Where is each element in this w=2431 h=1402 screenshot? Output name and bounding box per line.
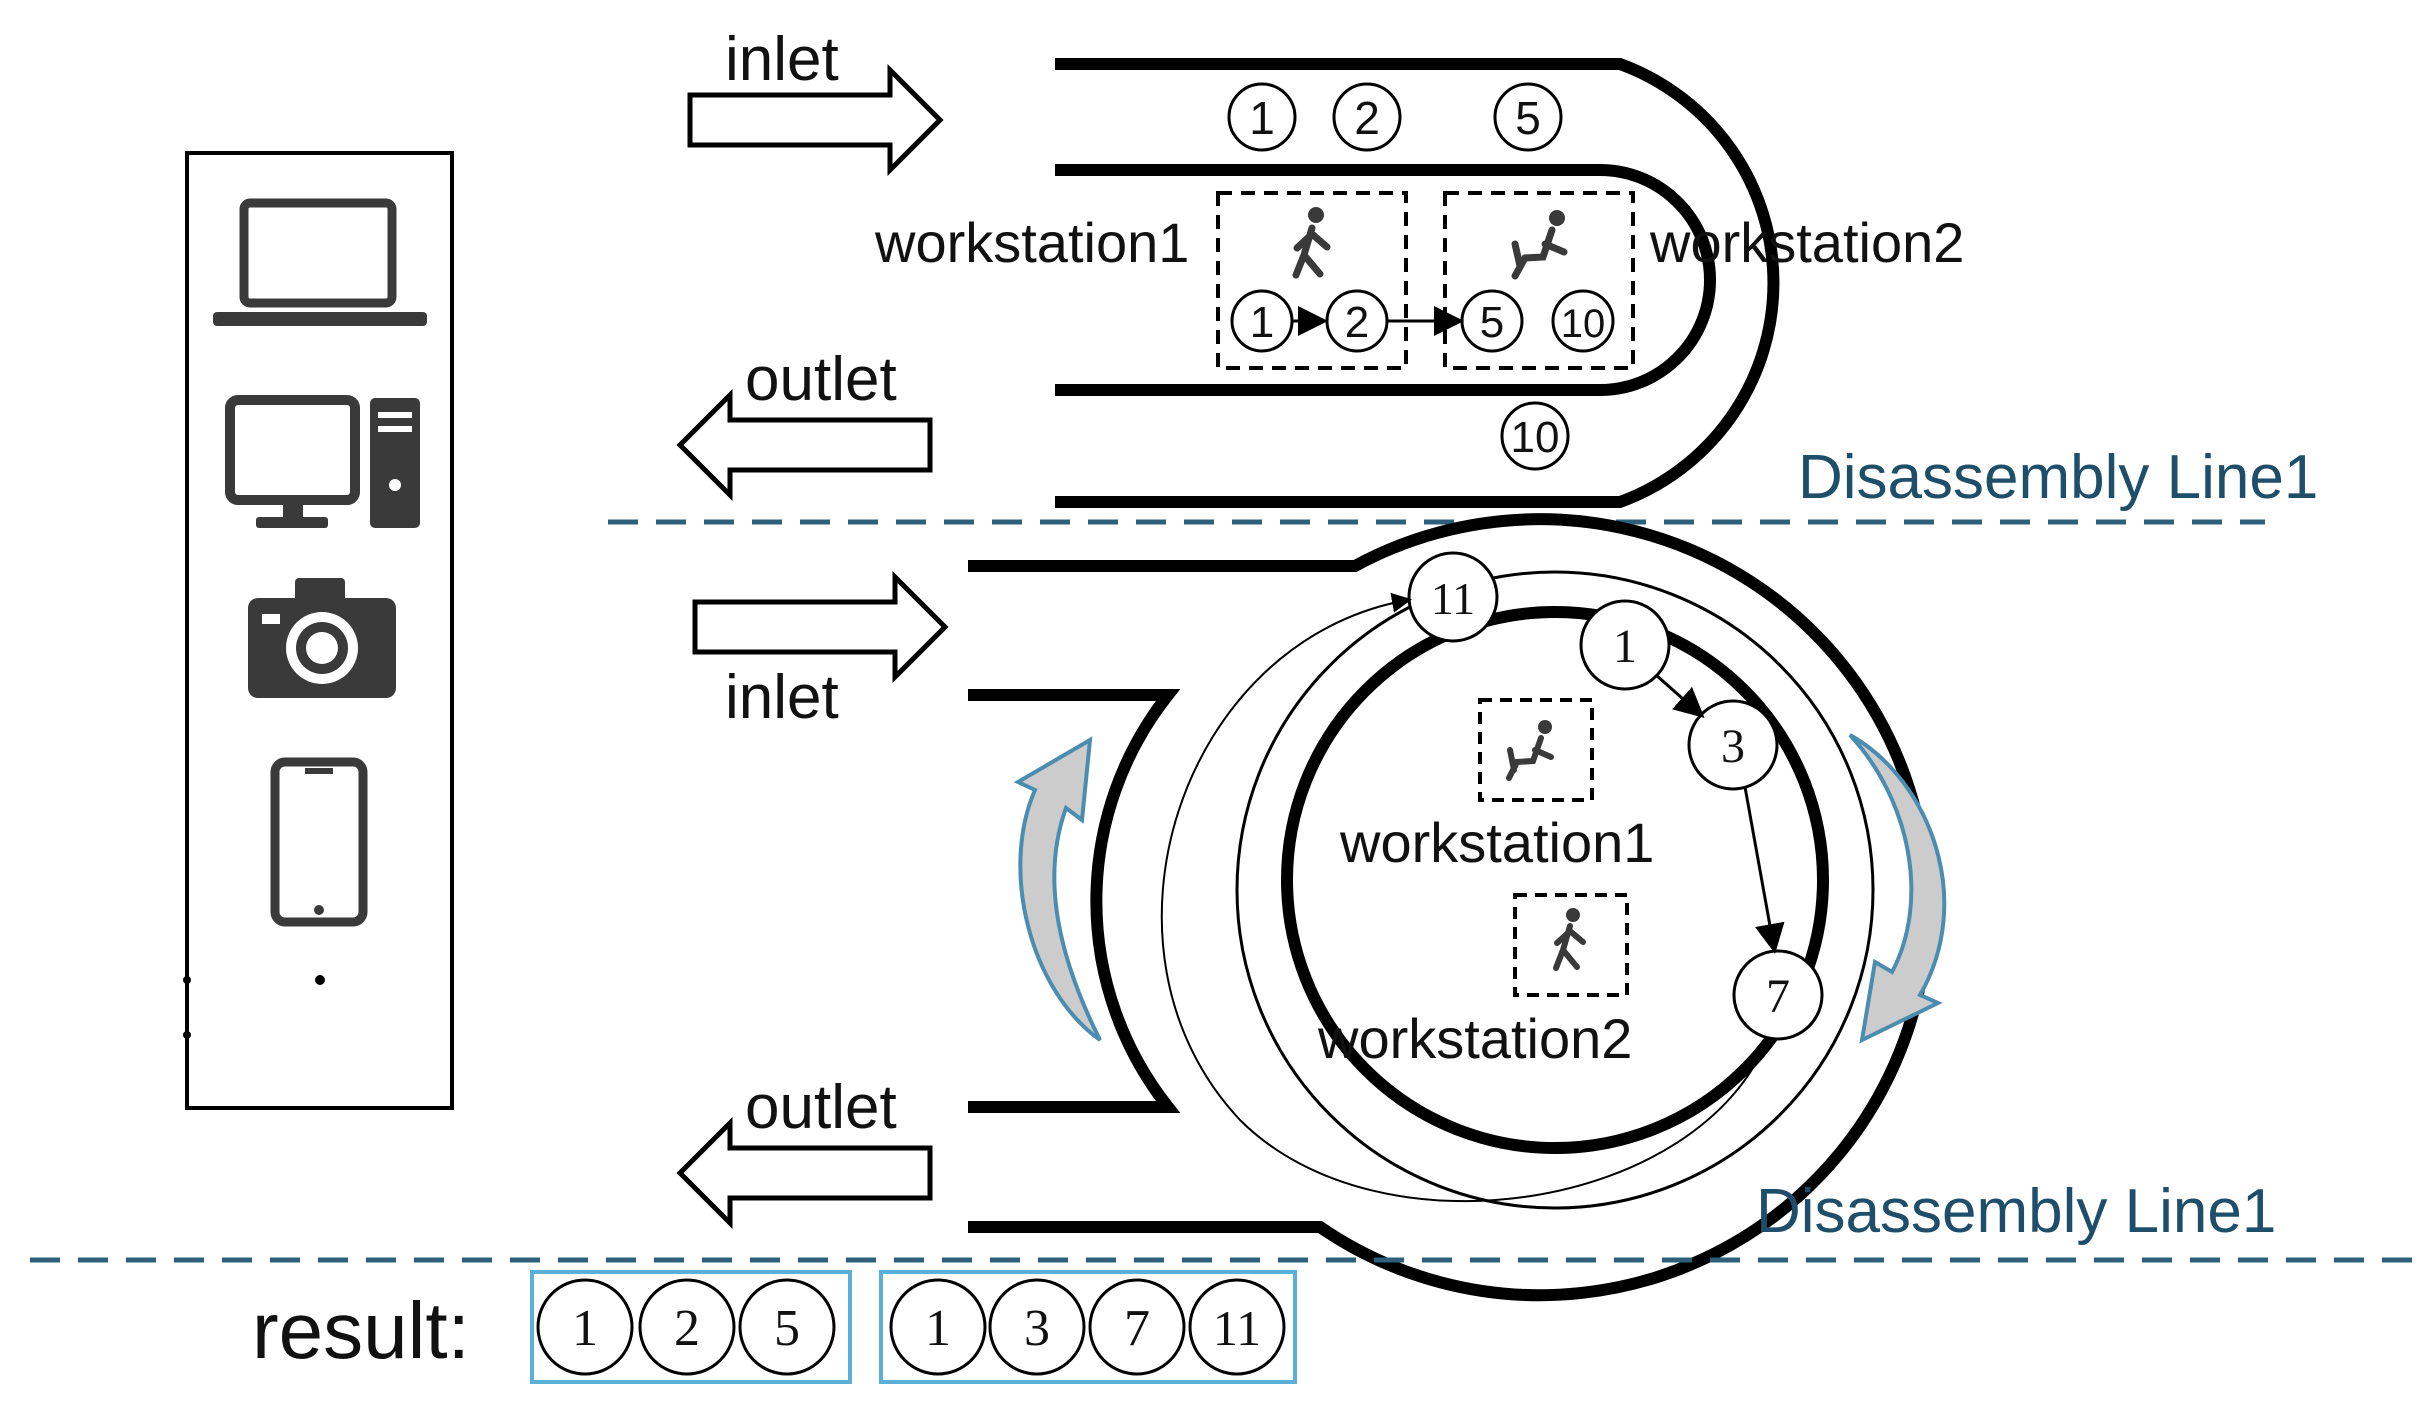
desktop-computer-icon	[225, 395, 420, 528]
line1-queue: 1 2 5	[1227, 82, 1563, 152]
line2-outlet-arrow	[676, 1116, 933, 1230]
result-row: result: 1 2 5 1 3 7 11	[252, 1270, 1297, 1384]
seated-person-icon	[1506, 720, 1554, 781]
line2-path-task: 3	[1721, 720, 1745, 773]
line2-title: Disassembly Line1	[1756, 1177, 2276, 1246]
line2-workstation1-label: workstation1	[1339, 811, 1654, 874]
line1-exit-task-circle	[1500, 401, 1570, 471]
line2-workstation1-box	[1478, 698, 1594, 802]
line2-workstation2-box	[1513, 893, 1629, 997]
device-panel	[183, 151, 454, 1110]
smartphone-icon	[270, 757, 368, 927]
disassembly-line-2: inlet outlet workstation1 workstation2 1…	[676, 513, 2276, 1302]
line2-inlet-label: inlet	[725, 663, 839, 732]
seated-person-icon	[1511, 210, 1568, 280]
walking-person-icon	[1553, 908, 1586, 971]
line1-queue-task: 2	[1354, 92, 1380, 144]
line1-ws1-tasks: 1 2	[1230, 289, 1389, 353]
line1-queue-task: 5	[1515, 92, 1541, 144]
line2-path-task: 1	[1613, 620, 1637, 673]
line1-inlet-arrow	[687, 63, 944, 177]
line1-outlet-arrow	[676, 388, 933, 502]
camera-icon	[248, 578, 396, 698]
walking-person-icon	[1292, 207, 1331, 279]
line1-exit-task: 10	[1511, 413, 1560, 462]
result-label: result:	[252, 1286, 470, 1375]
line2-path-task: 7	[1766, 970, 1790, 1023]
line2-inlet-arrow	[692, 570, 949, 684]
result-group-1-task: 5	[774, 1300, 800, 1357]
result-group-2-task: 1	[925, 1300, 951, 1357]
line1-ws2-task: 5	[1480, 298, 1504, 347]
laptop-icon	[213, 198, 427, 326]
line2-outlet-label: outlet	[745, 1073, 897, 1142]
result-group-2-task: 11	[1213, 1300, 1261, 1356]
result-group-1-task: 1	[572, 1300, 598, 1357]
line1-ws2-task: 10	[1561, 302, 1606, 346]
disassembly-line-1: inlet outlet 1 2 5 workstation1 workstat…	[676, 25, 2318, 512]
line1-ws1-task: 2	[1345, 298, 1369, 347]
line1-queue-task: 1	[1249, 92, 1275, 144]
rotation-arrow-right	[1848, 733, 1947, 1044]
line1-workstation1-label: workstation1	[874, 211, 1189, 274]
line1-outlet-label: outlet	[745, 345, 897, 414]
result-group-2-task: 3	[1024, 1300, 1050, 1357]
result-group-1-box	[530, 1270, 852, 1384]
line1-workstation2-box	[1443, 191, 1635, 370]
result-group-2-task: 7	[1124, 1300, 1150, 1357]
result-group-2-box	[879, 1270, 1297, 1384]
line2-path-task: 11	[1431, 573, 1475, 624]
line1-workstation2-label: workstation2	[1649, 211, 1964, 274]
line2-task-path: 1 3 7 11	[1160, 551, 1824, 1203]
line2-workstation2-label: workstation2	[1317, 1007, 1632, 1070]
line1-ws1-task: 1	[1250, 298, 1274, 347]
line1-workstation1-box	[1216, 191, 1408, 370]
line1-ws2-tasks: 5 10	[1460, 289, 1615, 353]
rotation-arrow-left	[1013, 736, 1102, 1042]
result-group-1-task: 2	[674, 1300, 700, 1357]
line1-title: Disassembly Line1	[1798, 443, 2318, 512]
line1-inlet-label: inlet	[725, 25, 839, 94]
